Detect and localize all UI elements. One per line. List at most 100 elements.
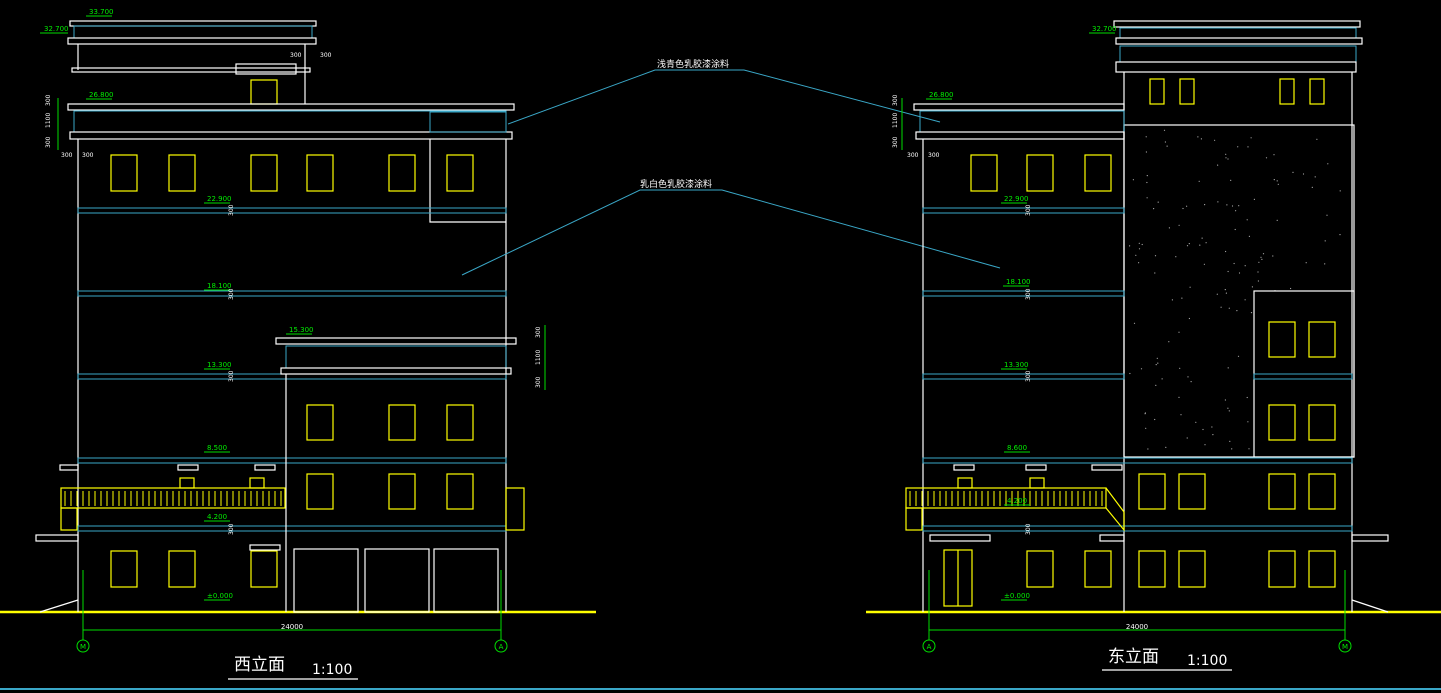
west-balcony-railing (60, 487, 286, 509)
glass-speckle (1339, 234, 1341, 236)
glass-speckle (1155, 364, 1157, 366)
glass-speckle (1211, 426, 1213, 428)
east-dim-300-f: 300 (1025, 288, 1032, 300)
glass-speckle (1178, 224, 1180, 226)
glass-speckle (1163, 129, 1166, 131)
glass-speckle (1272, 255, 1274, 257)
glass-speckle (1251, 286, 1253, 288)
west-level-e8: 8.500 (207, 444, 227, 452)
glass-speckle (1178, 331, 1180, 333)
glass-speckle (1225, 153, 1227, 155)
west-axis-right-label: A (499, 643, 504, 651)
glass-speckle (1178, 396, 1180, 398)
west-windows-top (110, 154, 474, 192)
west-dim-300-g: 300 (228, 204, 235, 216)
west-dim-1100-a: 1100 (45, 113, 52, 128)
glass-speckle (1217, 201, 1219, 203)
glass-speckle (1205, 242, 1207, 244)
glass-speckle (1276, 180, 1278, 182)
glass-speckle (1132, 179, 1134, 181)
glass-speckle (1277, 183, 1279, 185)
west-windows-ground (110, 550, 278, 588)
material-callouts: 浅青色乳胶漆涂料 乳白色乳胶漆涂料 (461, 58, 1001, 276)
east-windows-tower (1138, 321, 1336, 588)
west-dim-300-i: 300 (228, 370, 235, 382)
glass-speckle (1225, 157, 1227, 159)
east-title: 东立面 (1108, 647, 1159, 667)
glass-speckle (1305, 262, 1307, 264)
glass-speckle (1225, 250, 1227, 253)
west-level-e4: 22.900 (207, 195, 232, 203)
east-balcony-railing (905, 487, 1107, 509)
glass-speckle (1189, 286, 1191, 288)
glass-speckle (1238, 272, 1241, 274)
west-dim-300-b: 300 (320, 52, 332, 59)
west-level-e1: 33.700 (89, 8, 114, 16)
west-level-e10: ±0.000 (207, 592, 233, 600)
glass-speckle (1153, 208, 1155, 210)
glass-speckle (1237, 146, 1239, 148)
west-axis-bubble-left (76, 639, 90, 653)
glass-speckle (1220, 306, 1222, 308)
west-level-e2: 32.700 (44, 25, 69, 33)
glass-speckle (1145, 136, 1147, 138)
glass-speckle (1146, 197, 1148, 199)
west-axis-left-label: M (80, 643, 86, 651)
glass-speckle (1224, 289, 1226, 291)
glass-speckle (1229, 440, 1231, 442)
east-level-e3: 22.900 (1004, 195, 1029, 203)
glass-speckle (1247, 421, 1249, 423)
glass-speckle (1140, 368, 1143, 370)
west-dim-300-e: 300 (45, 136, 52, 148)
glass-speckle (1154, 418, 1156, 421)
callout-lower: 乳白色乳胶漆涂料 (640, 178, 712, 190)
glass-speckle (1146, 175, 1148, 177)
glass-speckle (1186, 437, 1188, 439)
west-level-e5: 18.100 (207, 282, 232, 290)
east-scale: 1:100 (1187, 653, 1227, 669)
glass-speckle (1290, 287, 1292, 290)
glass-speckle (1181, 297, 1183, 299)
east-axis-right-label: M (1342, 643, 1348, 651)
glass-speckle (1216, 293, 1218, 295)
east-axis-bubble-right (1338, 639, 1352, 653)
east-level-e6: 8.600 (1007, 444, 1027, 452)
glass-speckle (1247, 146, 1249, 148)
east-level-e1: 32.700 (1092, 25, 1117, 33)
glass-speckle (1244, 265, 1246, 267)
glass-speckle (1145, 151, 1147, 153)
west-total-dim: 24000 (281, 623, 303, 631)
east-total-dim: 24000 (1126, 623, 1148, 631)
east-windows-tower-top (1149, 78, 1325, 105)
glass-speckle (1212, 434, 1214, 436)
glass-speckle (1200, 138, 1202, 140)
glass-speckle (1327, 163, 1329, 165)
callout-upper: 浅青色乳胶漆涂料 (657, 58, 729, 70)
glass-speckle (1248, 448, 1250, 450)
glass-speckle (1258, 261, 1260, 263)
west-level-e7: 15.300 (289, 326, 314, 334)
glass-speckle (1165, 446, 1167, 448)
glass-speckle (1227, 158, 1229, 160)
west-level-marks: 33.700 32.700 26.800 22.900 18.100 13.30… (40, 8, 314, 601)
glass-speckle (1324, 240, 1326, 242)
glass-speckle (1202, 428, 1204, 431)
glass-speckle (1157, 201, 1159, 203)
glass-speckle (1217, 164, 1219, 166)
glass-speckle (1166, 145, 1168, 147)
glass-speckle (1262, 253, 1265, 255)
glass-speckle (1326, 214, 1328, 216)
west-level-e6: 13.300 (207, 361, 232, 369)
glass-speckle (1250, 137, 1252, 139)
east-dim-300-d: 300 (892, 94, 899, 106)
glass-speckle (1197, 136, 1199, 138)
glass-speckle (1231, 448, 1233, 450)
glass-speckle (1224, 399, 1226, 401)
glass-speckle (1257, 271, 1259, 273)
east-dim-300-e: 300 (1025, 204, 1032, 216)
glass-speckle (1244, 299, 1246, 301)
east-axis-bubble-left (922, 639, 936, 653)
glass-speckle (1201, 237, 1203, 239)
glass-speckle (1188, 317, 1190, 320)
